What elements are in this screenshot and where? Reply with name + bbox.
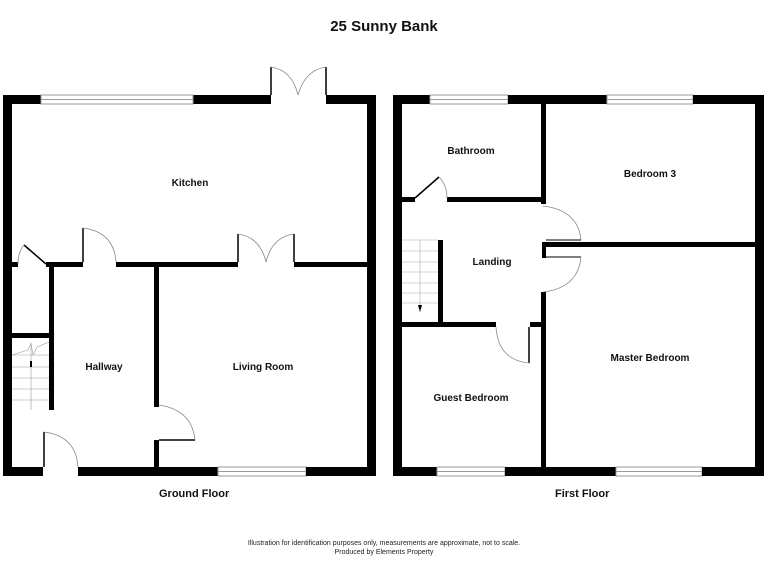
window-icon [606,94,694,105]
producer-text: Produced by Elements Property [334,549,434,556]
stairs-icon [11,341,50,410]
door-icon [82,227,117,263]
ground-floor-plan: Kitchen Hallway Living Room [3,66,376,477]
window-icon [40,94,194,105]
stairs-icon [402,239,438,312]
door-icon [495,326,530,364]
window-icon [615,466,703,477]
double-door-icon [270,66,327,96]
window-icon [436,466,506,477]
room-label-living-room: Living Room [233,362,294,373]
room-label-guest-bedroom: Guest Bedroom [433,393,508,404]
floor-label-ground: Ground Floor [159,488,230,500]
first-floor-plan: Bathroom Bedroom 3 Landing Guest Bedroom… [393,94,764,477]
door-icon [414,176,448,199]
window-icon [217,466,307,477]
floor-label-first: First Floor [555,488,610,500]
window-icon [429,94,509,105]
room-label-bathroom: Bathroom [447,146,494,157]
disclaimer-text: Illustration for identification purposes… [247,540,521,547]
door-icon [542,205,582,293]
plan-title: 25 Sunny Bank [330,18,438,35]
double-door-icon [237,233,295,263]
room-label-kitchen: Kitchen [172,178,209,189]
front-door-icon [43,431,79,468]
door-icon [158,404,196,441]
door-icon [17,244,47,265]
room-label-bedroom3: Bedroom 3 [624,169,677,180]
room-label-hallway: Hallway [85,362,123,373]
room-label-master-bedroom: Master Bedroom [611,353,690,364]
room-label-landing: Landing [473,257,512,268]
